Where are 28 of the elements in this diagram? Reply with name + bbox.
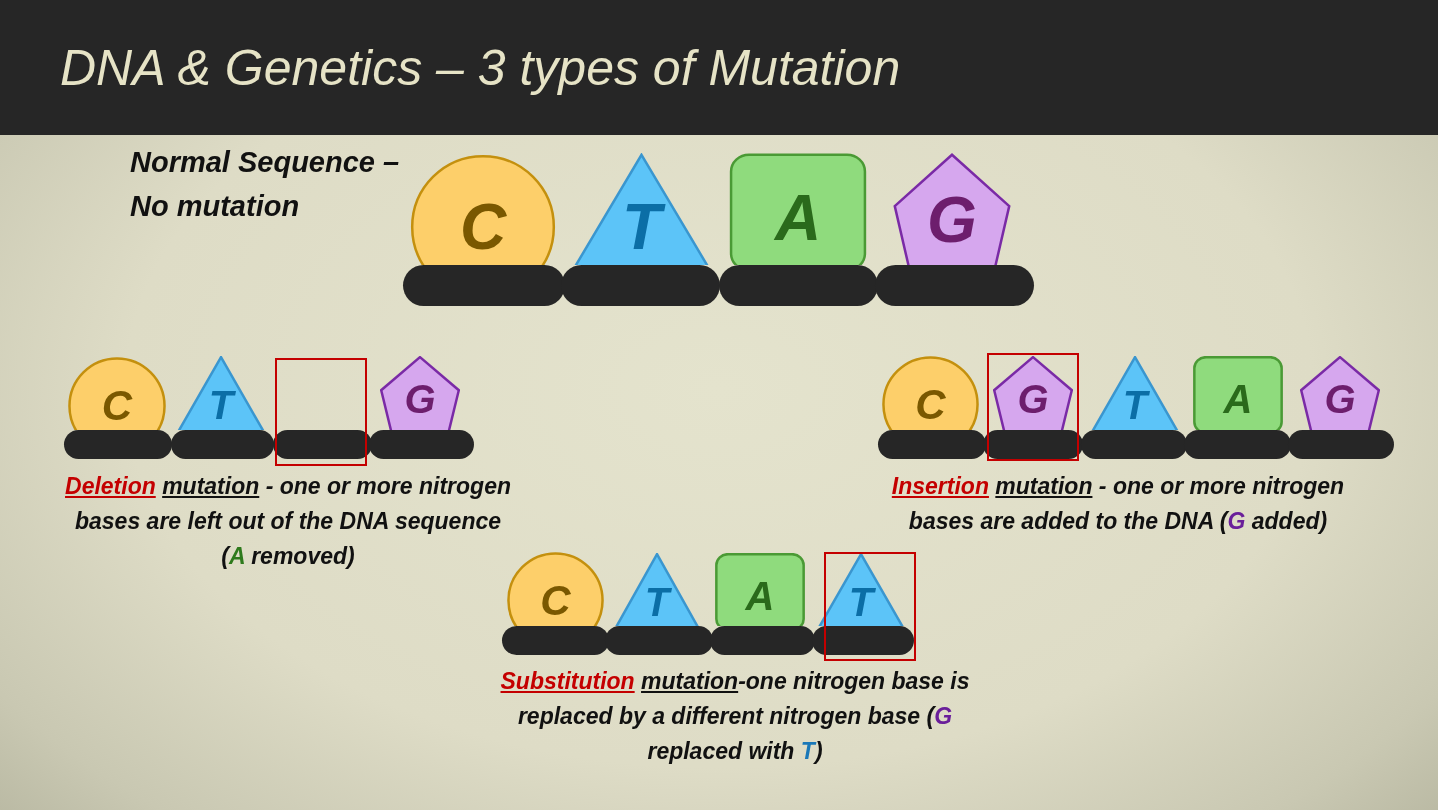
base-letter: C [540, 579, 571, 622]
sequence-caption: Normal Sequence – No mutation [130, 145, 400, 224]
base-letter: C [915, 383, 946, 426]
mutation-description: Deletion mutation - one or more nitrogen bases are left out of the DNA sequence (A removed) [64, 472, 512, 571]
base-letter: A [745, 575, 775, 616]
nucleotide-pentagon [380, 356, 460, 430]
nucleotide-pentagon [1300, 356, 1380, 430]
base-letter: G [927, 188, 977, 253]
title: DNA & Genetics – 3 types of Mutation [60, 39, 901, 98]
nucleotide-triangle [1090, 356, 1180, 430]
base-letter: G [1017, 379, 1049, 420]
base-letter: A [1223, 378, 1253, 419]
base-letter: A [774, 186, 822, 251]
nucleotide-triangle [816, 553, 906, 626]
base-letter: C [101, 385, 133, 427]
base-letter: T [208, 385, 234, 426]
nucleotide-triangle [613, 553, 701, 626]
nucleotide-pentagon [993, 356, 1073, 430]
nucleotide-pentagon [893, 153, 1011, 265]
base-letter: C [459, 195, 507, 259]
base-letter: G [404, 379, 436, 420]
nucleotide-triangle [176, 356, 266, 430]
mutation-description: Insertion mutation - one or more nitrogen bases are added to the DNA (G added) [890, 472, 1346, 536]
base-letter: T [644, 582, 670, 623]
mutation-description: Substitution mutation-one nitrogen base is replaced by a different nitrogen base (G replaced with T) [499, 667, 971, 766]
base-letter: T [848, 582, 874, 623]
base-letter: G [1324, 379, 1356, 420]
base-letter: T [1122, 385, 1148, 426]
